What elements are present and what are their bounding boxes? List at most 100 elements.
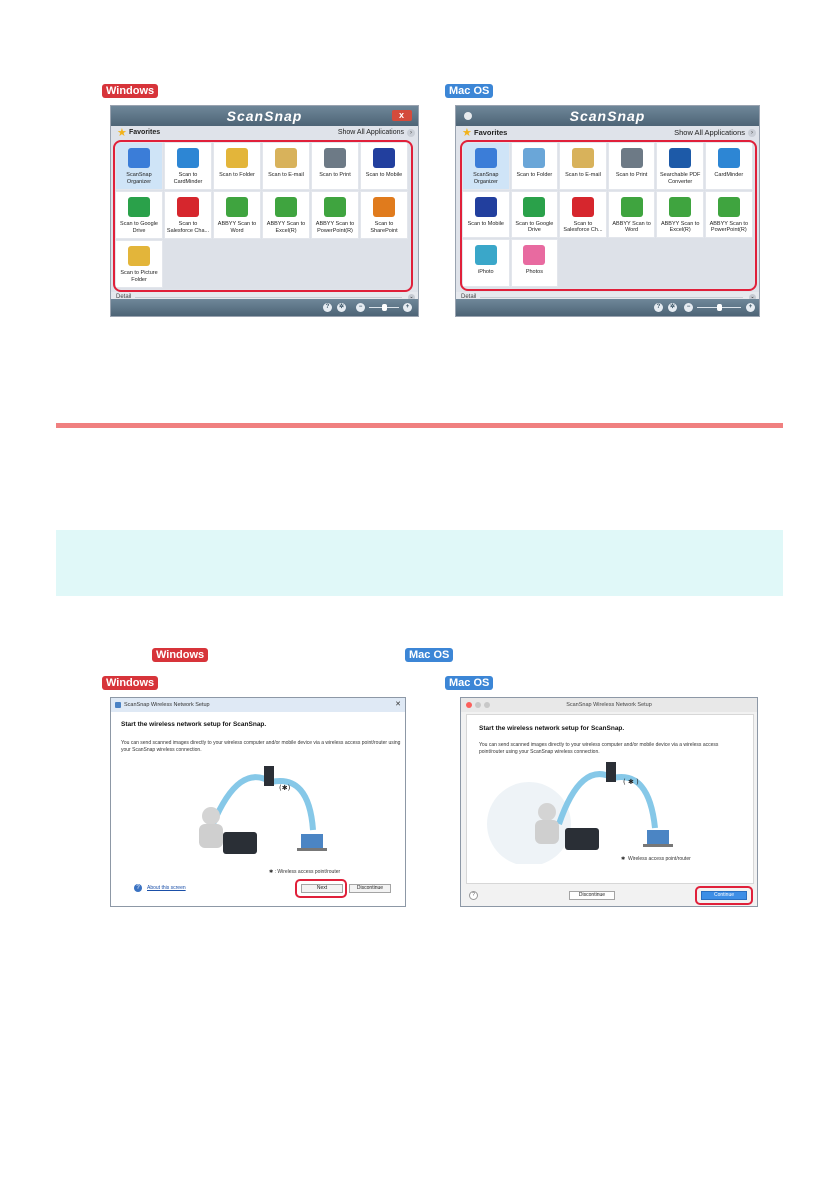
app-tile[interactable]: Searchable PDF Converter <box>656 142 704 190</box>
app-tile[interactable]: CardMinder <box>705 142 753 190</box>
about-this-screen-link[interactable]: About this screen <box>147 885 186 891</box>
app-tile[interactable]: ABBYY Scan to Word <box>213 191 261 239</box>
zoom-dot-icon[interactable] <box>484 702 490 708</box>
continue-button[interactable]: Continue <box>701 891 747 900</box>
app-title: ScanSnap <box>226 108 303 124</box>
section-divider <box>56 423 783 428</box>
app-tile[interactable]: Scan to E-mail <box>262 142 310 190</box>
gear-icon[interactable]: ✲ <box>668 303 677 312</box>
close-button[interactable]: x <box>392 110 412 121</box>
zoom-in-icon[interactable]: + <box>746 303 755 312</box>
show-all-arrow-icon[interactable]: › <box>407 129 415 137</box>
app-tile-label: Scan to CardMinder <box>173 172 203 185</box>
app-tile[interactable]: Scan to SharePoint <box>360 191 408 239</box>
detail-label: Detail <box>461 294 477 300</box>
show-all-applications-link[interactable]: Show All Applications <box>337 129 404 136</box>
minimize-dot-icon[interactable] <box>475 702 481 708</box>
help-icon[interactable]: ? <box>469 891 478 900</box>
scanner-icon <box>223 832 257 854</box>
app-tile[interactable]: Scan to Mobile <box>462 190 510 239</box>
person-head <box>202 807 220 825</box>
zoom-slider[interactable] <box>369 304 399 311</box>
app-tile-label: Scan to Folder <box>516 172 553 178</box>
abbyy-excel-icon <box>275 197 297 217</box>
app-tile[interactable]: ABBYY Scan to Excel(R) <box>262 191 310 239</box>
sharepoint-icon <box>373 197 395 217</box>
help-icon[interactable]: ? <box>134 884 142 892</box>
zoom-out-icon[interactable]: − <box>684 303 693 312</box>
laptop-icon <box>301 834 323 848</box>
chevron-down-icon[interactable]: ⌄ <box>749 294 756 301</box>
card-icon <box>177 148 199 168</box>
highlight-frame <box>460 140 757 291</box>
router-marker: ( ✱ ) <box>623 778 639 786</box>
mobile-icon <box>474 196 497 217</box>
google-drive-icon <box>128 197 150 217</box>
discontinue-button[interactable]: Discontinue <box>569 891 615 900</box>
dialog-title: ScanSnap Wireless Network Setup <box>566 702 652 708</box>
app-tile[interactable]: Scan to Mobile <box>360 142 408 190</box>
chevron-down-icon[interactable]: ⌄ <box>408 294 415 301</box>
person-body <box>199 824 223 848</box>
laptop-icon <box>647 830 669 844</box>
router-legend-icon: ✱ <box>269 869 275 875</box>
discontinue-button[interactable]: Discontinue <box>349 884 391 893</box>
app-tile[interactable]: Scan to Google Drive <box>510 190 559 239</box>
zoom-in-icon[interactable]: + <box>403 303 412 312</box>
gear-icon[interactable]: ✲ <box>337 303 346 312</box>
window-control-icon[interactable] <box>464 112 472 120</box>
scansnap-launcher-windows: ScanSnap x ★ Favorites Show All Applicat… <box>110 105 419 317</box>
app-small-icon <box>115 702 121 708</box>
app-tile[interactable]: Scan to Google Drive <box>115 191 163 239</box>
app-tile[interactable]: ScanSnap Organizer <box>462 142 510 190</box>
detail-divider <box>135 297 402 298</box>
app-tile[interactable]: Scan to E-mail <box>559 142 607 190</box>
app-tile[interactable]: Scan to Print <box>607 142 656 190</box>
app-tile[interactable]: iPhoto <box>462 239 510 287</box>
app-tile[interactable]: Scan to Salesforce Cha... <box>164 191 212 239</box>
mail-icon <box>275 148 297 168</box>
help-icon[interactable]: ? <box>654 303 663 312</box>
person-body <box>535 820 559 844</box>
app-tile[interactable]: ScanSnap Organizer <box>115 142 163 190</box>
app-tile-label: ABBYY Scan to Word <box>217 221 257 234</box>
app-tile[interactable]: Scan to CardMinder <box>164 142 212 190</box>
router-legend-text: Wireless access point/router <box>627 856 691 862</box>
app-tile-label: ABBYY Scan to Excel(R) <box>266 221 306 234</box>
show-all-arrow-icon[interactable]: › <box>748 129 756 137</box>
mail-icon <box>571 148 594 168</box>
app-tile[interactable]: Scan to Print <box>311 142 359 190</box>
zoom-slider[interactable] <box>697 304 741 311</box>
app-tile[interactable]: Scan to Salesforce Ch... <box>559 190 607 239</box>
photos-icon <box>523 245 546 266</box>
detail-bar[interactable]: Detail ⌄ <box>456 292 759 303</box>
abbyy-excel-icon <box>669 196 692 217</box>
note-box <box>56 530 783 596</box>
app-title: ScanSnap <box>569 108 646 124</box>
close-dot-icon[interactable] <box>466 702 472 708</box>
app-tile[interactable]: Scan to Picture Folder <box>115 240 163 288</box>
app-tile[interactable]: Scan to Folder <box>213 142 261 190</box>
zoom-out-icon[interactable]: − <box>356 303 365 312</box>
next-button[interactable]: Next <box>301 884 343 893</box>
app-tile[interactable]: ABBYY Scan to PowerPoint(R) <box>311 191 359 239</box>
app-tile-label: Scan to Picture Folder <box>120 270 158 283</box>
dialog-heading: Start the wireless network setup for Sca… <box>479 725 625 732</box>
app-tile-label: ScanSnap Organizer <box>473 172 499 185</box>
app-tile[interactable]: ABBYY Scan to Excel(R) <box>656 190 704 239</box>
router-legend: ✱ Wireless access point/router <box>621 856 691 862</box>
app-tile[interactable]: ABBYY Scan to Word <box>607 190 656 239</box>
app-tile-label: Scan to Google Drive <box>120 221 158 234</box>
detail-bar[interactable]: Detail ⌄ <box>111 292 418 303</box>
show-all-applications-link[interactable]: Show All Applications <box>674 128 745 137</box>
app-tile[interactable]: ABBYY Scan to PowerPoint(R) <box>705 190 753 239</box>
app-tile-label: Scan to Salesforce Cha... <box>166 221 210 234</box>
zoom-slider-knob[interactable] <box>382 304 387 311</box>
router-legend-icon: ✱ <box>621 856 628 862</box>
zoom-slider-knob[interactable] <box>717 304 722 311</box>
close-icon[interactable]: ✕ <box>395 701 401 708</box>
app-tile[interactable]: Scan to Folder <box>510 142 559 190</box>
help-icon[interactable]: ? <box>323 303 332 312</box>
dialog-titlebar: ScanSnap Wireless Network Setup <box>461 698 757 712</box>
app-tile[interactable]: Photos <box>510 239 559 287</box>
